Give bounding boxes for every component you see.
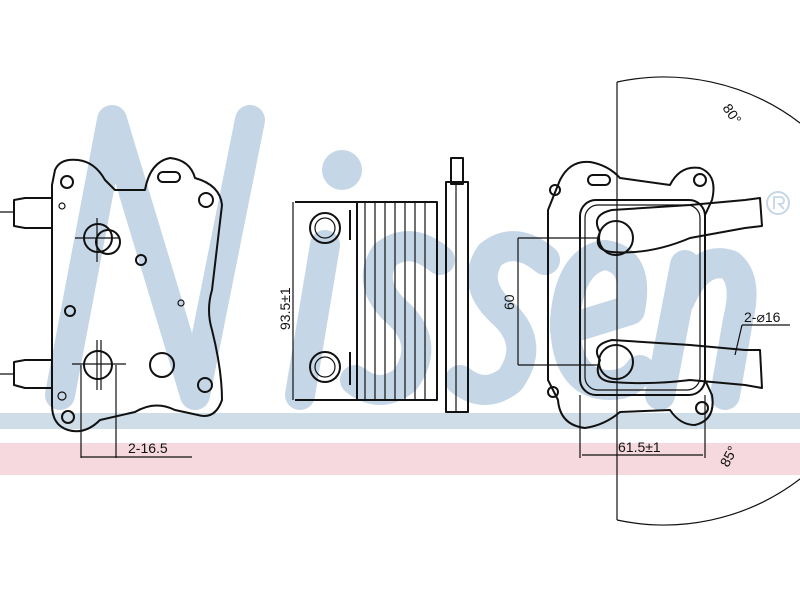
nissens-watermark-logo <box>45 105 790 410</box>
dimension-angle-top: 80° <box>720 101 745 128</box>
dimension-left-pitch: 2-16.5 <box>128 440 168 456</box>
dimension-width: 61.5±1 <box>618 439 661 455</box>
side-view: 93.5±1 <box>277 157 469 413</box>
front-view: 2-16.5 <box>0 157 223 458</box>
dimension-height: 93.5±1 <box>277 287 293 330</box>
dimension-port-spacing: 60 <box>501 294 517 310</box>
rear-view: 60 61.5±1 2-⌀16 80° 85° <box>501 76 800 526</box>
dimension-port-diameter: 2-⌀16 <box>744 309 781 325</box>
pink-band <box>0 443 800 475</box>
